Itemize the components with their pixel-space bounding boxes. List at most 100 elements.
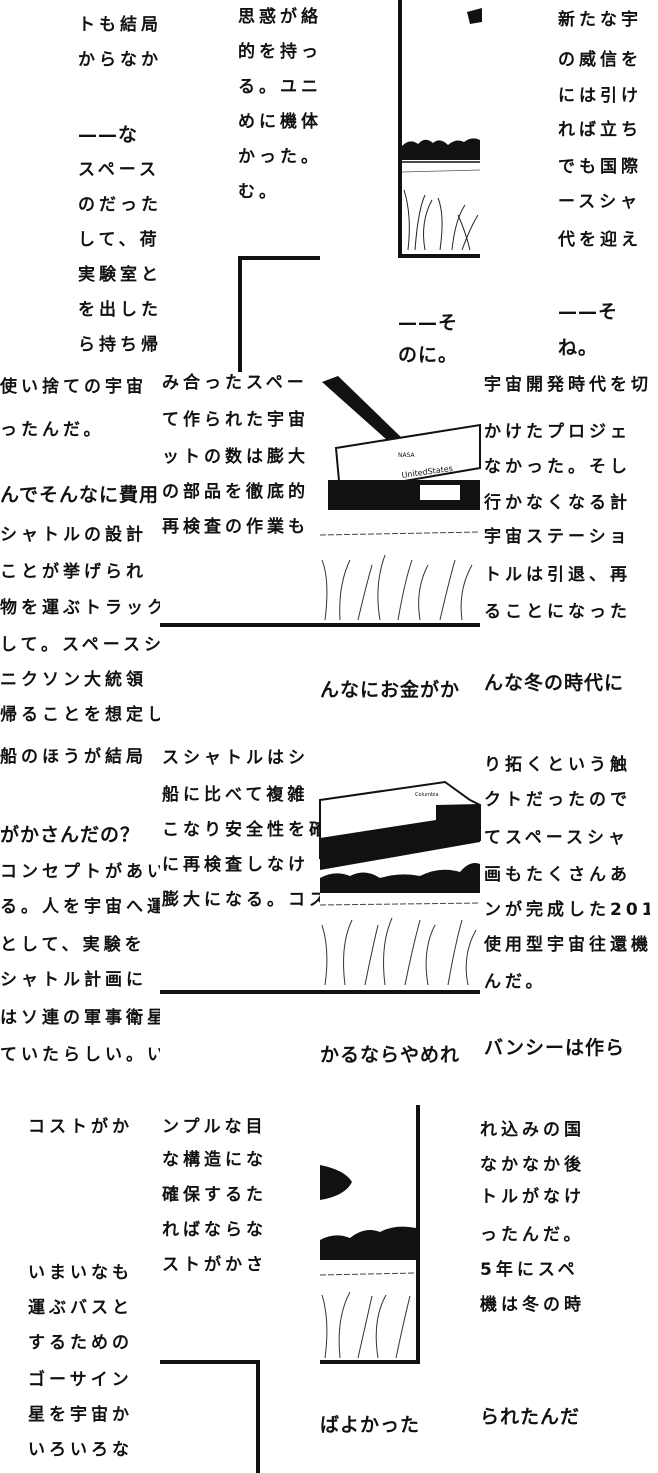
body-text-line: して。スペースシ bbox=[0, 635, 160, 655]
treeline bbox=[402, 138, 480, 160]
body-text-line: 宇宙ステーショ bbox=[484, 527, 631, 547]
heading-line: ——そ bbox=[398, 312, 459, 334]
flag-icon bbox=[467, 8, 482, 24]
ground-line bbox=[319, 1272, 417, 1276]
body-text-line: み合ったスペー bbox=[162, 373, 308, 393]
body-text-line: 代を迎え bbox=[558, 230, 642, 250]
heading-line: ——な bbox=[78, 124, 139, 146]
heading-line: んでそんなに費用 bbox=[0, 484, 160, 506]
heading-line: られたんだ bbox=[480, 1406, 581, 1428]
body-text-line: ンプルな目 bbox=[162, 1117, 267, 1137]
text-fragment-a3: コストがかいまいなも運ぶバスとするためのゴーサイン星を宇宙かいろいろな bbox=[0, 1108, 160, 1473]
landscape-panel-top bbox=[398, 0, 482, 258]
treeline bbox=[320, 1226, 416, 1260]
text-fragment-b4: ンプルな目な構造にな確保するたればならなストがかさ bbox=[160, 1108, 320, 1358]
heading-line: バンシーは作ら bbox=[484, 1037, 625, 1059]
body-text-line: には引け bbox=[558, 86, 642, 106]
shuttle-tail bbox=[322, 376, 404, 448]
body-text-line: かった。コ bbox=[238, 147, 320, 167]
ground-line bbox=[319, 531, 481, 536]
body-text-line: 実験室と bbox=[78, 265, 160, 285]
body-text-line: 船のほうが結局 bbox=[0, 747, 147, 767]
body-text-line: ニクソン大統領 bbox=[0, 670, 147, 690]
body-text-line: スペース bbox=[78, 160, 160, 180]
text-fragment-d1: 新たな宇の威信をには引ければ立ちでも国際ースシャ代を迎え ——そね。 bbox=[480, 0, 650, 370]
body-text-line: ったんだ。 bbox=[480, 1225, 585, 1245]
body-text-line: シャトル計画に bbox=[0, 970, 147, 990]
landscape-panel-bottom bbox=[319, 1105, 420, 1364]
body-text-line: 膨大になる。コス bbox=[162, 890, 320, 910]
body-text-line: トルは引退、再 bbox=[484, 565, 631, 585]
body-text-line: 新たな宇 bbox=[558, 10, 642, 30]
grass bbox=[321, 554, 473, 621]
body-text-line: る。人を宇宙へ運 bbox=[0, 897, 160, 917]
body-text-line: の部品を徹底的 bbox=[162, 482, 309, 502]
body-text-line: に再検査しなけ bbox=[162, 855, 309, 875]
heading-line: んな冬の時代に bbox=[484, 672, 625, 694]
body-text-line: いろいろな bbox=[28, 1440, 133, 1460]
body-text-line: 運ぶバスと bbox=[28, 1298, 133, 1318]
carrier-window bbox=[420, 485, 460, 500]
shuttle-agency-label: NASA bbox=[398, 452, 416, 459]
shuttle-name-label: Columbia bbox=[415, 792, 439, 798]
body-text-line: ンが完成した201 bbox=[484, 900, 650, 920]
text-fragment-c4: ばよかった bbox=[320, 1395, 480, 1455]
body-text-line: 物を運ぶトラック bbox=[0, 598, 160, 618]
body-text-line: 思惑が絡 bbox=[238, 7, 320, 27]
body-text-line: ットの数は膨大 bbox=[162, 447, 309, 467]
body-text-line: ストがかさ bbox=[162, 1255, 267, 1275]
body-text-line: れ込みの国 bbox=[480, 1120, 585, 1140]
body-text-line: の威信を bbox=[558, 50, 642, 70]
text-fragment-c3: かるならやめれ bbox=[320, 1025, 480, 1085]
body-text-line: シャトルの設計 bbox=[0, 525, 147, 545]
body-text-line: スシャトルはシ bbox=[162, 748, 309, 768]
heading-line: んなにお金がか bbox=[320, 679, 461, 701]
body-text-line: 的を持っ bbox=[238, 42, 320, 62]
body-text-line: んだ。 bbox=[484, 972, 547, 992]
panel-frame bbox=[398, 0, 480, 258]
body-text-line: ースシャ bbox=[558, 192, 642, 212]
grass bbox=[321, 1291, 411, 1359]
body-text-line: を出した bbox=[78, 300, 160, 320]
body-text-line: して、荷物 bbox=[78, 230, 160, 250]
body-text-line: 確保するた bbox=[162, 1185, 267, 1205]
body-text-line: トも結局 bbox=[78, 15, 160, 35]
body-text-line: 画もたくさんあ bbox=[484, 865, 631, 885]
body-text-line: 使用型宇宙往還機 bbox=[484, 935, 650, 955]
body-text-line: 宇宙開発時代を切 bbox=[484, 375, 650, 395]
body-text-line: な構造にな bbox=[162, 1150, 267, 1170]
body-text-line: て作られた宇宙 bbox=[162, 410, 309, 430]
heading-line: ——そ bbox=[558, 301, 619, 323]
grass bbox=[403, 189, 479, 251]
body-text-line: はソ連の軍事衛星 bbox=[0, 1008, 160, 1028]
panel-frame bbox=[160, 1360, 260, 1473]
body-text-line: てスペースシャ bbox=[484, 828, 629, 848]
body-text-line: ればならな bbox=[162, 1220, 267, 1240]
heading-line: のに。 bbox=[398, 344, 459, 366]
body-text-line: ことが挙げられ bbox=[0, 562, 147, 582]
body-text-line: ていたらしい。い bbox=[0, 1045, 160, 1065]
treeline bbox=[320, 863, 480, 893]
body-text-line: するための bbox=[28, 1333, 133, 1353]
body-text-line: 帰ることを想定し bbox=[0, 705, 160, 725]
body-text-line: からなか bbox=[78, 50, 160, 70]
text-fragment-c2: んなにお金がか bbox=[320, 660, 480, 720]
panel-frame bbox=[320, 1105, 420, 1364]
body-text-line: れば立ち bbox=[558, 120, 642, 140]
shuttle-panel-1: NASA UnitedStates bbox=[160, 376, 481, 627]
body-text-line: 行かなくなる計 bbox=[484, 493, 631, 513]
text-fragment-b3: スシャトルはシ船に比べて複雑こなり安全性を確に再検査しなけ膨大になる。コス bbox=[160, 740, 320, 990]
body-text-line: 5年にスペ bbox=[480, 1260, 579, 1280]
body-text-line: る。ユニ bbox=[238, 77, 320, 97]
horizon-line bbox=[401, 169, 481, 173]
body-text-line: 使い捨ての宇宙 bbox=[0, 377, 147, 397]
body-text-line: 星を宇宙か bbox=[28, 1405, 133, 1425]
heading-line: ね。 bbox=[558, 337, 599, 359]
body-text-line: かけたプロジェ bbox=[484, 422, 631, 442]
text-fragment-c1: ——そのに。 bbox=[320, 290, 480, 370]
body-text-line: でも国際 bbox=[558, 157, 642, 177]
